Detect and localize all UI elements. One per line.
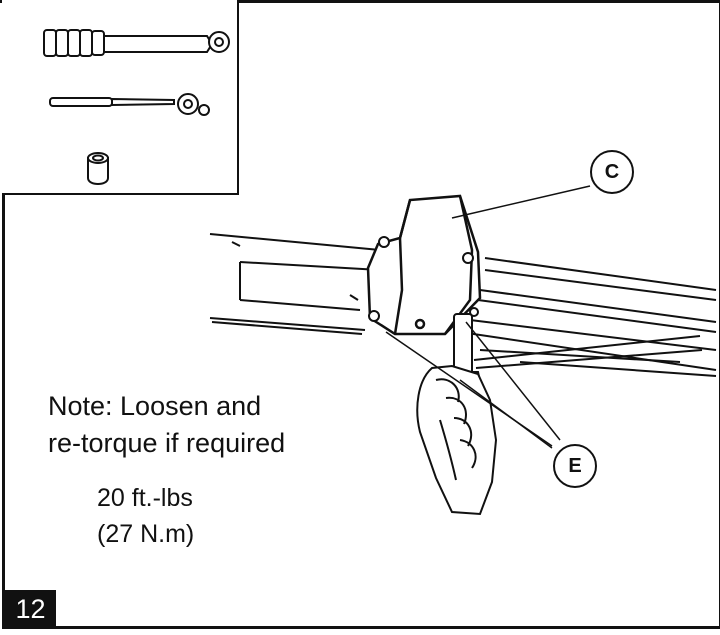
torque-spec: 20 ft.-lbs (27 N.m) <box>97 480 194 552</box>
leader-lines <box>385 185 591 449</box>
socket-icon <box>87 152 109 185</box>
required-tools-panel <box>2 0 239 195</box>
note-line-2: re-torque if required <box>48 428 286 458</box>
note-text: Note: Loosen and re-torque if required <box>48 388 285 462</box>
note-line-1: Note: Loosen and <box>48 391 262 421</box>
crossbar <box>209 233 717 377</box>
top-border <box>0 0 720 3</box>
step-number-badge: 12 <box>5 590 56 628</box>
tools-graphic <box>43 29 230 185</box>
torque-metric: (27 N.m) <box>97 520 195 548</box>
callout-e: E <box>553 444 597 488</box>
callout-c: C <box>590 150 634 194</box>
wrench-and-hand <box>416 313 703 516</box>
torque-imperial: 20 ft.-lbs <box>97 484 193 512</box>
torque-wrench-icon <box>43 29 230 57</box>
ratchet-icon <box>49 93 210 116</box>
bolts <box>368 236 479 322</box>
